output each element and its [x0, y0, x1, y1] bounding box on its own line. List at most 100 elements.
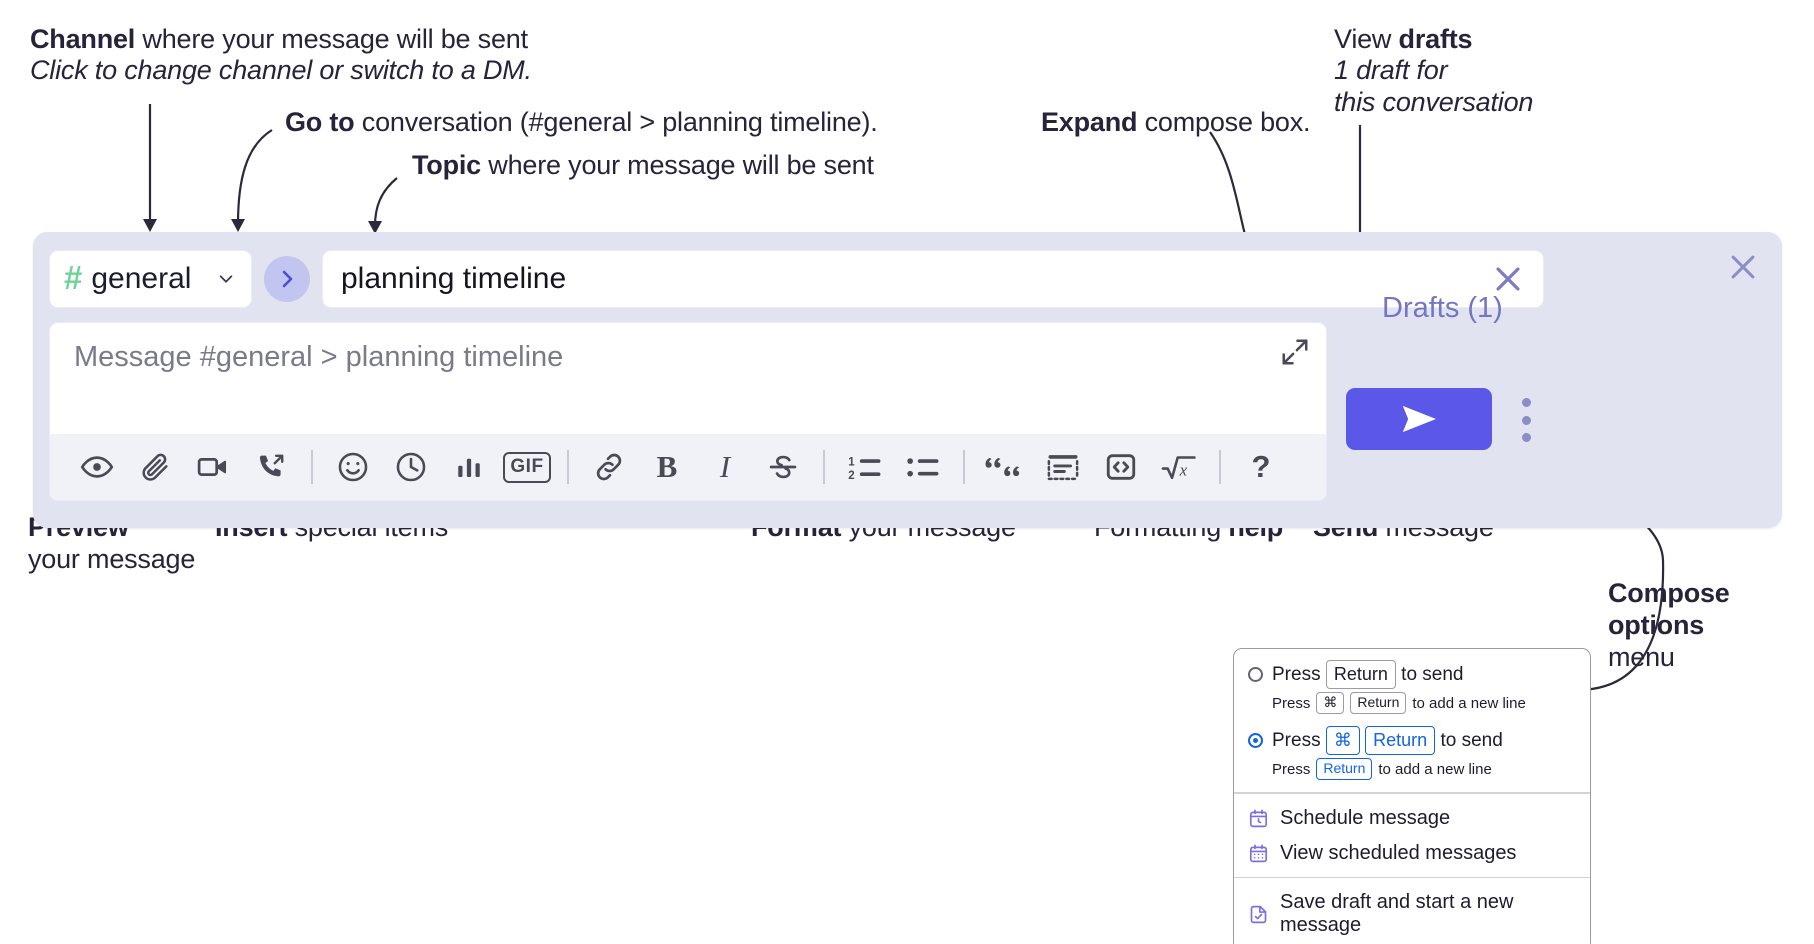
- channel-selector[interactable]: # general: [49, 250, 252, 308]
- expand-icon[interactable]: [1280, 337, 1310, 367]
- italic-icon[interactable]: I: [696, 442, 754, 492]
- strikethrough-icon[interactable]: [754, 442, 812, 492]
- option-2-sub-pre: Press: [1272, 760, 1311, 778]
- annotation-goto: Go to conversation (#general > planning …: [285, 107, 878, 139]
- annotation-expand: Expand compose box.: [1041, 107, 1311, 139]
- option-1-sub: Press ⌘ Return to add a new line: [1234, 691, 1590, 718]
- schedule-section: Schedule message View scheduled messages: [1234, 794, 1590, 877]
- svg-text:2: 2: [848, 470, 854, 482]
- key-return: Return: [1350, 692, 1407, 715]
- annotation-goto-bold: Go to: [285, 107, 355, 137]
- ordered-list-icon[interactable]: 1 2: [836, 442, 894, 492]
- link-icon[interactable]: [580, 442, 638, 492]
- annotation-channel-rest: where your message will be sent: [135, 24, 528, 54]
- annotation-drafts-bold: drafts: [1398, 24, 1473, 54]
- channel-name-label: general: [91, 262, 192, 295]
- menu-item-schedule-message[interactable]: Schedule message: [1234, 801, 1590, 836]
- help-label: ?: [1251, 449, 1271, 484]
- menu-item-label: View scheduled messages: [1280, 841, 1517, 864]
- annotation-preview-sub: your message: [28, 544, 196, 574]
- option-1-pre: Press: [1272, 664, 1321, 685]
- option-cmd-return-to-send[interactable]: Press ⌘ Return to send: [1234, 724, 1590, 757]
- annotation-topic-rest: where your message will be sent: [481, 150, 874, 180]
- bulleted-list-icon[interactable]: [894, 442, 952, 492]
- formatting-toolbar: GIF B I 1 2: [50, 434, 1326, 500]
- annotation-drafts-pre: View: [1334, 24, 1399, 54]
- preview-icon[interactable]: [68, 442, 126, 492]
- radio-return-to-send[interactable]: [1248, 667, 1263, 683]
- toolbar-separator: [823, 450, 825, 484]
- option-2-post: to send: [1440, 730, 1503, 752]
- compose-panel: # general planning timeline Message #gen…: [33, 232, 1782, 528]
- option-2-main: Press ⌘ Return to send: [1272, 726, 1503, 756]
- key-command: ⌘: [1325, 726, 1360, 756]
- key-return: Return: [1316, 758, 1373, 781]
- kebab-dot: [1521, 415, 1531, 425]
- audio-call-icon[interactable]: [242, 442, 300, 492]
- compose-header-row: # general planning timeline: [49, 250, 1544, 308]
- go-to-conversation-button[interactable]: [264, 256, 310, 302]
- svg-text:1: 1: [848, 457, 855, 469]
- poll-icon[interactable]: [440, 442, 498, 492]
- annotation-drafts-sub-2: this conversation: [1334, 87, 1534, 117]
- option-2-sub-post: to add a new line: [1378, 760, 1492, 778]
- toolbar-separator: [1219, 450, 1221, 484]
- annotation-compose-2: options: [1608, 610, 1705, 640]
- hash-icon: #: [64, 258, 83, 296]
- annotation-compose-3: menu: [1608, 642, 1675, 672]
- option-1-sub-pre: Press: [1272, 694, 1311, 712]
- menu-divider: [1234, 792, 1590, 794]
- draft-section: Save draft and start a new message: [1234, 878, 1590, 944]
- annotation-goto-rest: conversation (#general > planning timeli…: [354, 107, 878, 137]
- message-placeholder: Message #general > planning timeline: [74, 341, 564, 373]
- bold-icon[interactable]: B: [638, 442, 696, 492]
- blockquote-icon[interactable]: [976, 442, 1034, 492]
- send-button[interactable]: [1346, 388, 1492, 450]
- compose-options-button[interactable]: [1513, 398, 1539, 442]
- option-return-to-send[interactable]: Press Return to send: [1234, 658, 1590, 691]
- option-2-pre: Press: [1272, 730, 1321, 752]
- annotation-channel-sub: Click to change channel or switch to a D…: [30, 55, 532, 85]
- annotation-drafts-sub-1: 1 draft for: [1334, 55, 1448, 85]
- option-1-sub-post: to add a new line: [1412, 694, 1526, 712]
- option-2-sub: Press Return to add a new line: [1234, 757, 1590, 784]
- annotation-compose-1: Compose: [1608, 578, 1730, 608]
- close-icon[interactable]: [1491, 262, 1525, 296]
- clock-icon[interactable]: [382, 442, 440, 492]
- math-icon[interactable]: x: [1150, 442, 1208, 492]
- radio-cmd-return-to-send[interactable]: [1248, 733, 1263, 749]
- code-block-icon[interactable]: [1034, 442, 1092, 492]
- attachment-icon[interactable]: [126, 442, 184, 492]
- code-icon[interactable]: [1092, 442, 1150, 492]
- menu-item-view-scheduled[interactable]: View scheduled messages: [1234, 836, 1590, 871]
- topic-value: planning timeline: [341, 262, 567, 295]
- emoji-icon[interactable]: [324, 442, 382, 492]
- toolbar-separator: [567, 450, 569, 484]
- annotation-expand-bold: Expand: [1041, 107, 1138, 137]
- italic-label: I: [719, 449, 731, 484]
- key-return: Return: [1325, 660, 1396, 690]
- toolbar-separator: [311, 450, 313, 484]
- video-icon[interactable]: [184, 442, 242, 492]
- kebab-dot: [1521, 398, 1531, 407]
- message-input-box[interactable]: Message #general > planning timeline: [49, 322, 1327, 501]
- annotation-channel: Channel where your message will be sent: [30, 24, 528, 56]
- drafts-link[interactable]: Drafts (1): [1382, 292, 1503, 324]
- gif-label: GIF: [503, 451, 551, 483]
- key-return: Return: [1365, 726, 1436, 756]
- topic-input[interactable]: planning timeline: [322, 250, 1544, 308]
- calendar-clock-icon: [1249, 809, 1268, 828]
- annotation-topic-bold: Topic: [412, 150, 481, 180]
- option-1-main: Press Return to send: [1272, 660, 1464, 690]
- annotation-channel-bold: Channel: [30, 24, 136, 54]
- help-icon[interactable]: ?: [1232, 442, 1290, 492]
- gif-icon[interactable]: GIF: [498, 442, 556, 492]
- menu-item-save-draft[interactable]: Save draft and start a new message: [1234, 885, 1590, 943]
- kebab-dot: [1521, 433, 1531, 442]
- send-icon: [1402, 405, 1436, 433]
- chevron-right-icon: [282, 270, 293, 288]
- chevron-down-icon: [219, 275, 233, 283]
- key-command: ⌘: [1316, 692, 1345, 715]
- close-compose-icon[interactable]: [1726, 250, 1760, 284]
